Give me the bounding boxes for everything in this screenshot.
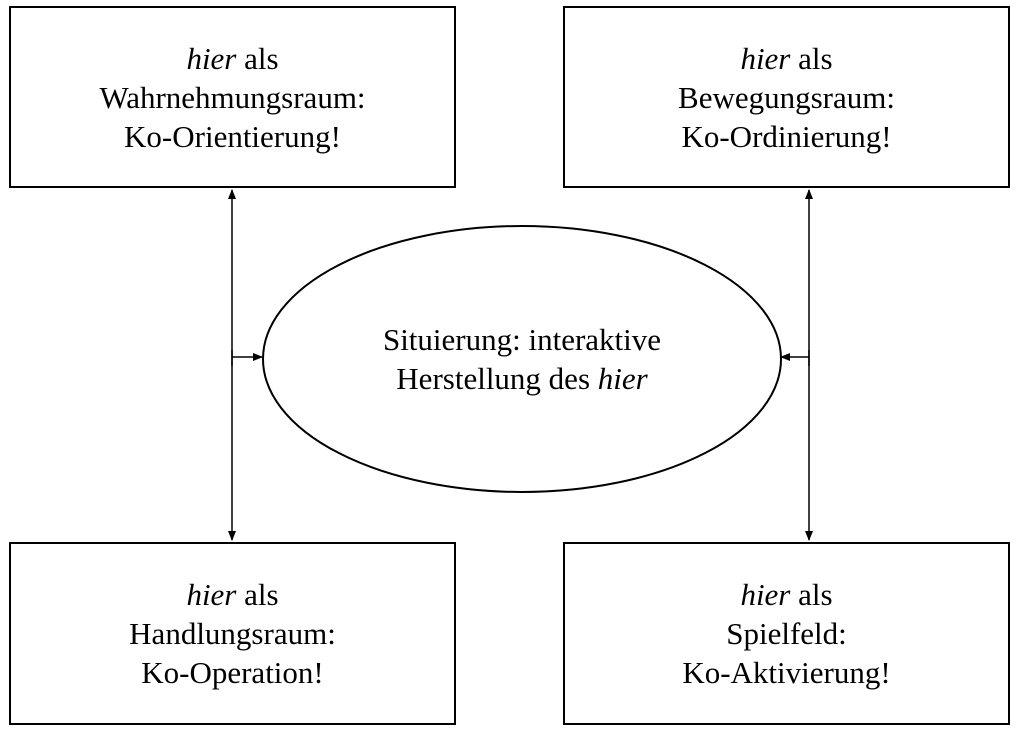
co-activity-label: Ko-Operation! <box>141 655 324 690</box>
space-type-label: Bewegungsraum: <box>678 79 895 115</box>
als-text: als <box>790 40 833 76</box>
hier-term: hier <box>740 577 791 612</box>
hier-term: hier <box>597 361 648 396</box>
hier-term: hier <box>186 577 237 612</box>
center-label-line2: Herstellung des hier <box>396 359 647 398</box>
box-handlungsraum: hier als Handlungsraum: Ko-Operation! <box>9 542 456 725</box>
hier-term: hier <box>186 40 237 76</box>
center-label-plain: Herstellung des <box>396 361 598 396</box>
co-activity-label: Ko-Aktivierung! <box>682 655 891 690</box>
co-activity-label: Ko-Ordinierung! <box>681 118 892 154</box>
als-text: als <box>236 577 279 612</box>
box-heading: hier als <box>186 575 278 614</box>
box-wahrnehmungsraum: hier als Wahrnehmungsraum: Ko-Orientieru… <box>9 6 456 188</box>
box-heading: hier als <box>186 39 278 78</box>
space-type-label: Spielfeld: <box>726 616 847 651</box>
als-text: als <box>236 40 279 76</box>
center-label: Situierung: interaktive Herstellung des … <box>263 226 781 492</box>
hier-term: hier <box>740 40 791 76</box>
center-label-line1: Situierung: interaktive <box>382 322 662 357</box>
box-heading: hier als <box>740 39 832 78</box>
als-text: als <box>790 577 833 612</box>
space-type-label: Wahrnehmungsraum: <box>99 79 366 115</box>
box-bewegungsraum: hier als Bewegungsraum: Ko-Ordinierung! <box>563 6 1010 188</box>
co-activity-label: Ko-Orientierung! <box>124 118 341 154</box>
box-heading: hier als <box>740 575 832 614</box>
space-type-label: Handlungsraum: <box>129 616 336 651</box>
box-spielfeld: hier als Spielfeld: Ko-Aktivierung! <box>563 542 1010 725</box>
